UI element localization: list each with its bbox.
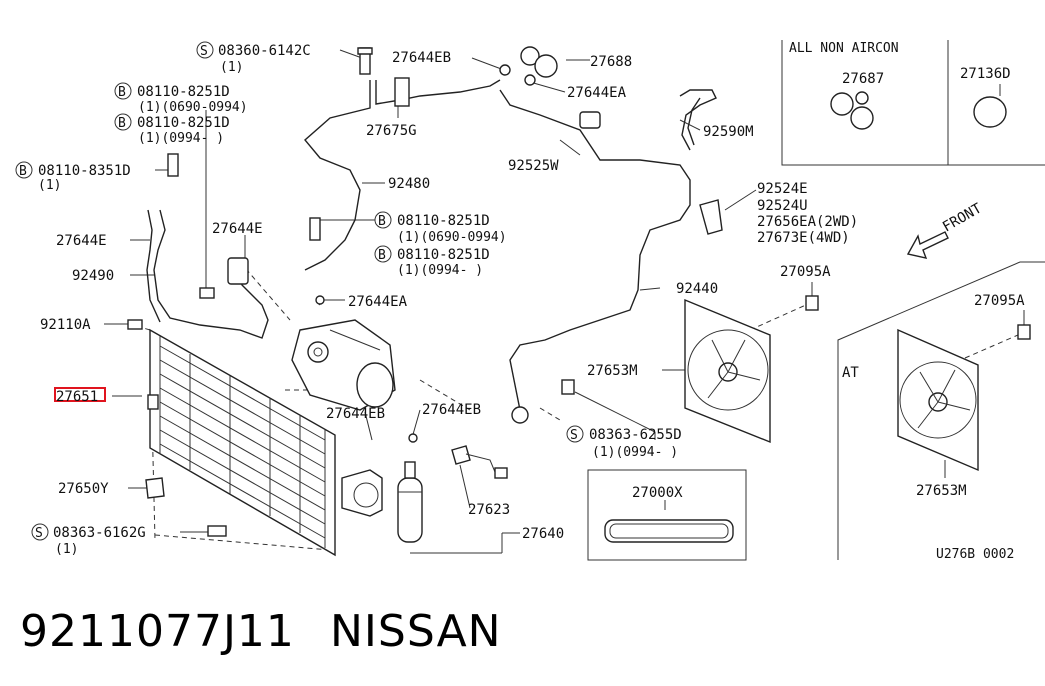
spec-circle-b: B [378,214,386,229]
label-27673e: 27673E(4WD) [757,230,850,246]
label-08363-6162g: 08363-6162G [53,525,146,541]
label-27644e-left: 27644E [56,233,107,249]
label-front: FRONT [940,200,985,235]
label-27644ea-top: 27644EA [567,85,627,101]
label-92590m: 92590M [703,124,754,140]
label-92490: 92490 [72,268,114,284]
label-27644e-mid: 27644E [212,221,263,237]
receiver-drier [341,461,423,543]
spec-circle-s: S [35,526,43,541]
footer-part-number: 9211077J11 [20,606,295,657]
label-27688: 27688 [590,54,632,70]
label-08110-8251d-b: 08110-8251D [137,115,230,131]
spec-circle-s: S [570,428,578,443]
fan-assembly-right [897,328,979,472]
label-92440: 92440 [676,281,718,297]
label-27656ea: 27656EA(2WD) [757,214,858,230]
label-27136d: 27136D [960,66,1011,82]
label-27653m-mid: 27653M [587,363,638,379]
footer-brand: NISSAN [330,606,502,657]
label-27095a-right: 27095A [974,293,1025,309]
label-27640: 27640 [522,526,564,542]
label-92525w: 92525W [508,158,559,174]
label-92524e: 92524E [757,181,808,197]
labels: S 08360-6142C (1) B 08110-8251D (1)(0690… [19,41,1025,562]
diagram-code: U276B 0002 [936,547,1014,562]
label-27644ea-mid: 27644EA [348,294,408,310]
leader-lines [104,49,1025,554]
label-27095a-mid: 27095A [780,264,831,280]
label-08360-qty: (1) [220,60,243,75]
label-all-non-aircon: ALL NON AIRCON [789,41,899,56]
label-at: AT [842,365,859,381]
label-08363-6255d: 08363-6255D [589,427,682,443]
spec-circle-b: B [19,164,27,179]
spec-circle-b: B [118,116,126,131]
label-08363-6255d-qty: (1)(0994- ) [592,445,678,460]
label-08110-8251d-c: 08110-8251D [397,213,490,229]
small-parts [127,46,1031,537]
label-08110-8251d-d: 08110-8251D [397,247,490,263]
boxes [587,40,1045,561]
label-92524u: 92524U [757,198,808,214]
label-27675g: 27675G [366,123,417,139]
label-08360-6142c: 08360-6142C [218,43,311,59]
label-27650y: 27650Y [58,481,109,497]
label-08110-c-qty: (1)(0690-0994) [397,230,507,245]
label-08363-6162g-qty: (1) [55,542,78,557]
spec-circle-s: S [200,44,208,59]
label-08110-8351d-qty: (1) [38,178,61,193]
label-92480: 92480 [388,176,430,192]
label-92110a: 92110A [40,317,91,333]
label-27644eb-top: 27644EB [392,50,451,66]
spec-circle-b: B [378,248,386,263]
label-08110-8251d-a: 08110-8251D [137,84,230,100]
footer: 9211077J11 NISSAN [20,606,502,657]
compressor [291,319,396,411]
label-27651: 27651 [56,389,98,405]
label-27687: 27687 [842,71,884,87]
hoses [146,79,717,411]
label-08110-d-qty: (1)(0994- ) [397,263,483,278]
label-27644eb-low: 27644EB [422,402,481,418]
highlight-27651 [54,387,106,402]
label-08110-b-qty: (1)(0994- ) [138,131,224,146]
spec-circle-b: B [118,85,126,100]
label-27000x: 27000X [632,485,683,501]
fan-assembly-mid [684,298,771,444]
label-27653m-right: 27653M [916,483,967,499]
label-08110-a-qty: (1)(0690-0994) [138,100,248,115]
label-27644eb-comp: 27644EB [326,406,385,422]
label-27623: 27623 [468,502,510,518]
spec-circles [15,41,584,541]
front-arrow [906,231,949,259]
label-08110-8351d: 08110-8351D [38,163,131,179]
